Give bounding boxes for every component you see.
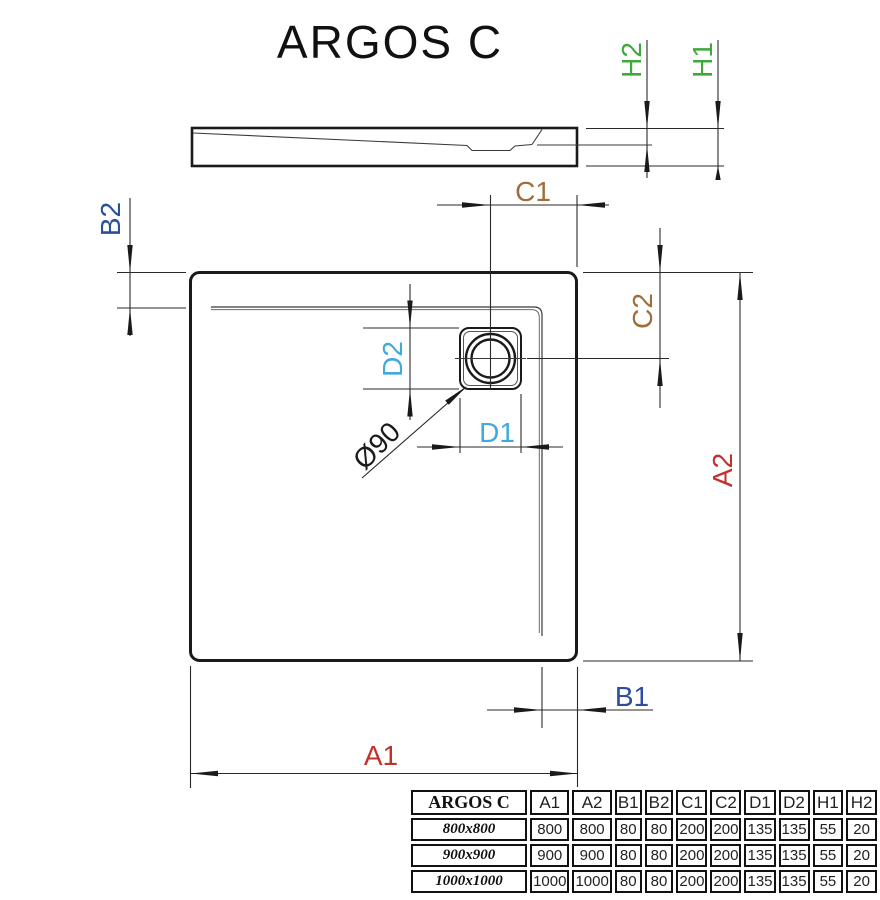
table-header-cell: C1 xyxy=(676,790,708,815)
profile-view xyxy=(190,126,652,168)
size-cell: 900x900 xyxy=(411,844,528,867)
value-cell: 200 xyxy=(710,870,742,893)
dim-label-d2: D2 xyxy=(377,341,408,377)
dim-label-d1: D1 xyxy=(479,417,515,448)
table-row: 800x800 800 800 80 80 200 200 135 135 55… xyxy=(411,818,877,841)
dim-label-b1: B1 xyxy=(614,681,650,712)
table-row: 900x900 900 900 80 80 200 200 135 135 55… xyxy=(411,844,877,867)
profile-tray-outline xyxy=(190,126,579,168)
profile-floor-slope xyxy=(192,132,533,152)
table-header-cell: H1 xyxy=(812,790,844,815)
table-header-cell: D1 xyxy=(744,790,776,815)
table-header-cell: ARGOS C xyxy=(411,790,528,815)
plan-inner-edge xyxy=(211,306,543,636)
value-cell: 135 xyxy=(744,844,776,867)
value-cell: 135 xyxy=(744,818,776,841)
profile-inner-wall xyxy=(531,129,543,145)
value-cell: 800 xyxy=(530,818,570,841)
table-row: 1000x1000 1000 1000 80 80 200 200 135 13… xyxy=(411,870,877,893)
value-cell: 80 xyxy=(644,818,674,841)
dim-label-a2: A2 xyxy=(707,452,738,488)
value-cell: 20 xyxy=(846,818,877,841)
value-cell: 80 xyxy=(614,870,642,893)
value-cell: 200 xyxy=(710,818,742,841)
value-cell: 200 xyxy=(676,818,708,841)
size-cell: 800x800 xyxy=(411,818,528,841)
value-cell: 800 xyxy=(572,818,612,841)
arrowhead xyxy=(644,145,650,172)
dim-label-c2: C2 xyxy=(627,293,658,329)
table-header-row: ARGOS C A1 A2 B1 B2 C1 C2 D1 D2 H1 H2 xyxy=(411,790,877,815)
table-header-cell: D2 xyxy=(778,790,810,815)
value-cell: 900 xyxy=(572,844,612,867)
plan-dimensions xyxy=(117,195,753,788)
value-cell: 200 xyxy=(676,870,708,893)
size-cell: 1000x1000 xyxy=(411,870,528,893)
dim-label-h2: H2 xyxy=(616,42,647,78)
value-cell: 1000 xyxy=(572,870,612,893)
dim-label-h1: H1 xyxy=(687,42,718,78)
table-header-cell: B1 xyxy=(614,790,642,815)
value-cell: 55 xyxy=(812,870,844,893)
value-cell: 80 xyxy=(614,844,642,867)
drawing-linework xyxy=(117,40,753,788)
page-title: ARGOS C xyxy=(276,16,504,68)
value-cell: 20 xyxy=(846,870,877,893)
plan-inner-edge-2 xyxy=(211,309,540,633)
plan-view xyxy=(189,271,578,662)
dimension-h xyxy=(586,40,724,180)
value-cell: 20 xyxy=(846,844,877,867)
value-cell: 135 xyxy=(778,870,810,893)
value-cell: 200 xyxy=(710,844,742,867)
value-cell: 200 xyxy=(676,844,708,867)
arrowhead xyxy=(644,101,650,129)
table-header-cell: H2 xyxy=(846,790,877,815)
table-header-cell: B2 xyxy=(644,790,674,815)
dim-label-a1: A1 xyxy=(363,740,399,771)
value-cell: 80 xyxy=(644,844,674,867)
table-header-cell: C2 xyxy=(710,790,742,815)
dimensions-table: ARGOS C A1 A2 B1 B2 C1 C2 D1 D2 H1 H2 80… xyxy=(408,787,880,896)
table-header-cell: A1 xyxy=(530,790,570,815)
value-cell: 135 xyxy=(744,870,776,893)
value-cell: 55 xyxy=(812,818,844,841)
value-cell: 80 xyxy=(614,818,642,841)
value-cell: 135 xyxy=(778,818,810,841)
value-cell: 55 xyxy=(812,844,844,867)
value-cell: 80 xyxy=(644,870,674,893)
arrowhead xyxy=(715,101,721,129)
value-cell: 135 xyxy=(778,844,810,867)
value-cell: 900 xyxy=(530,844,570,867)
dim-label-c1: C1 xyxy=(515,176,551,207)
value-cell: 1000 xyxy=(530,870,570,893)
table-header-cell: A2 xyxy=(572,790,612,815)
dim-label-b2: B2 xyxy=(95,201,126,237)
arrowhead xyxy=(715,166,721,180)
